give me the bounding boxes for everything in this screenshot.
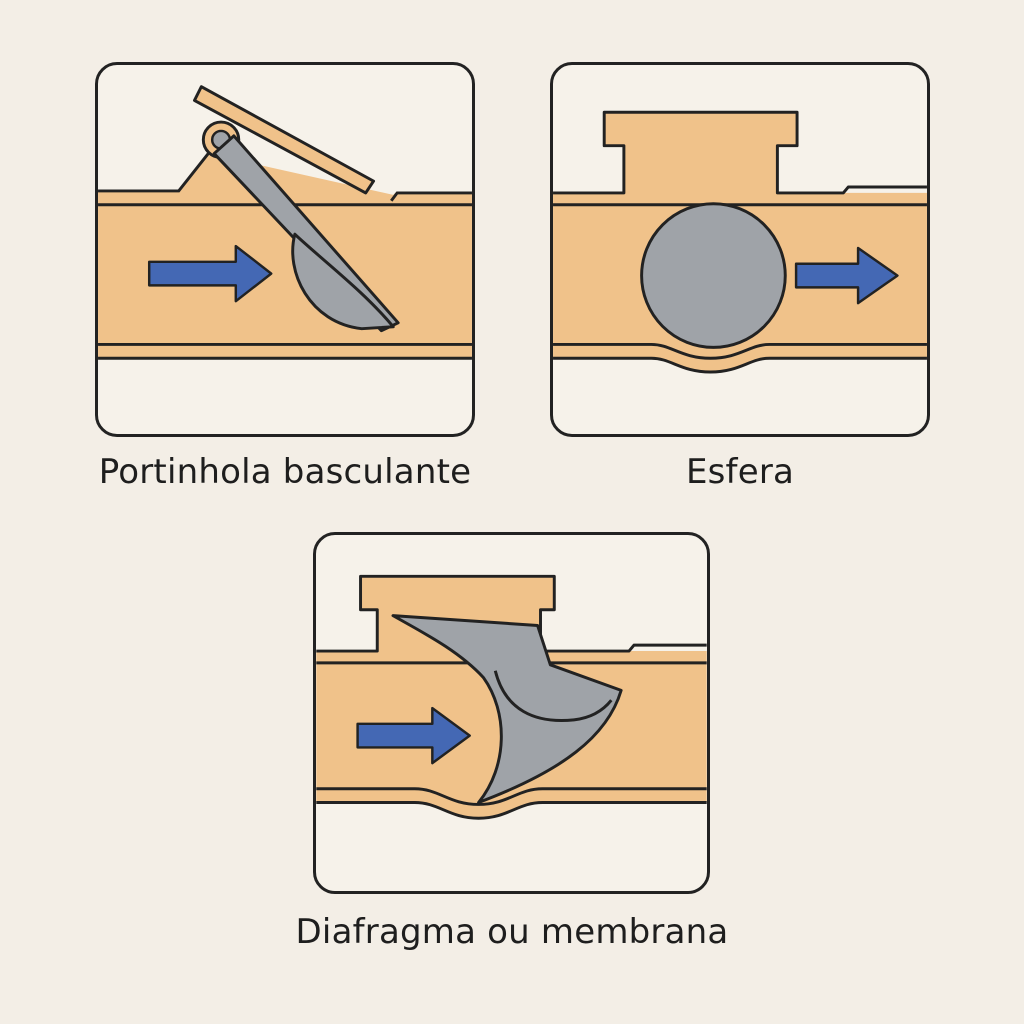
diaphragm-icon [391,614,623,804]
pipe-inner-bottom [316,787,707,806]
pipe-outer-bottom [553,356,927,374]
pipe-top-outline [553,110,927,195]
swing-valve-label: Portinhola basculante [98,452,472,492]
pipe-top-outline [98,152,210,193]
flow-arrow-icon [356,706,471,765]
flow-arrow-icon [794,246,899,305]
flow-arrow-icon [147,244,273,303]
pipe-outer-bottom [316,801,707,820]
ball-icon [640,202,787,349]
diaphragm-valve-diagram [316,574,707,820]
swing-valve-panel [95,62,475,437]
ball-valve-panel [550,62,930,437]
pipe-top-outline [316,574,707,653]
pipe-inner-bottom [553,342,927,360]
swing-valve-diagram [98,85,472,360]
pipe-top-outline-right [390,191,472,202]
bonnet-cover [192,85,376,195]
diaphragm-valve-label: Diafragma ou membrana [295,912,729,952]
diaphragm-inner-curve [493,670,613,722]
swing-flap-icon [291,232,395,331]
ball-valve-label: Esfera [685,452,795,492]
ball-valve-diagram [553,110,927,374]
pipe-body [98,153,472,359]
diaphragm-valve-panel [313,532,710,894]
